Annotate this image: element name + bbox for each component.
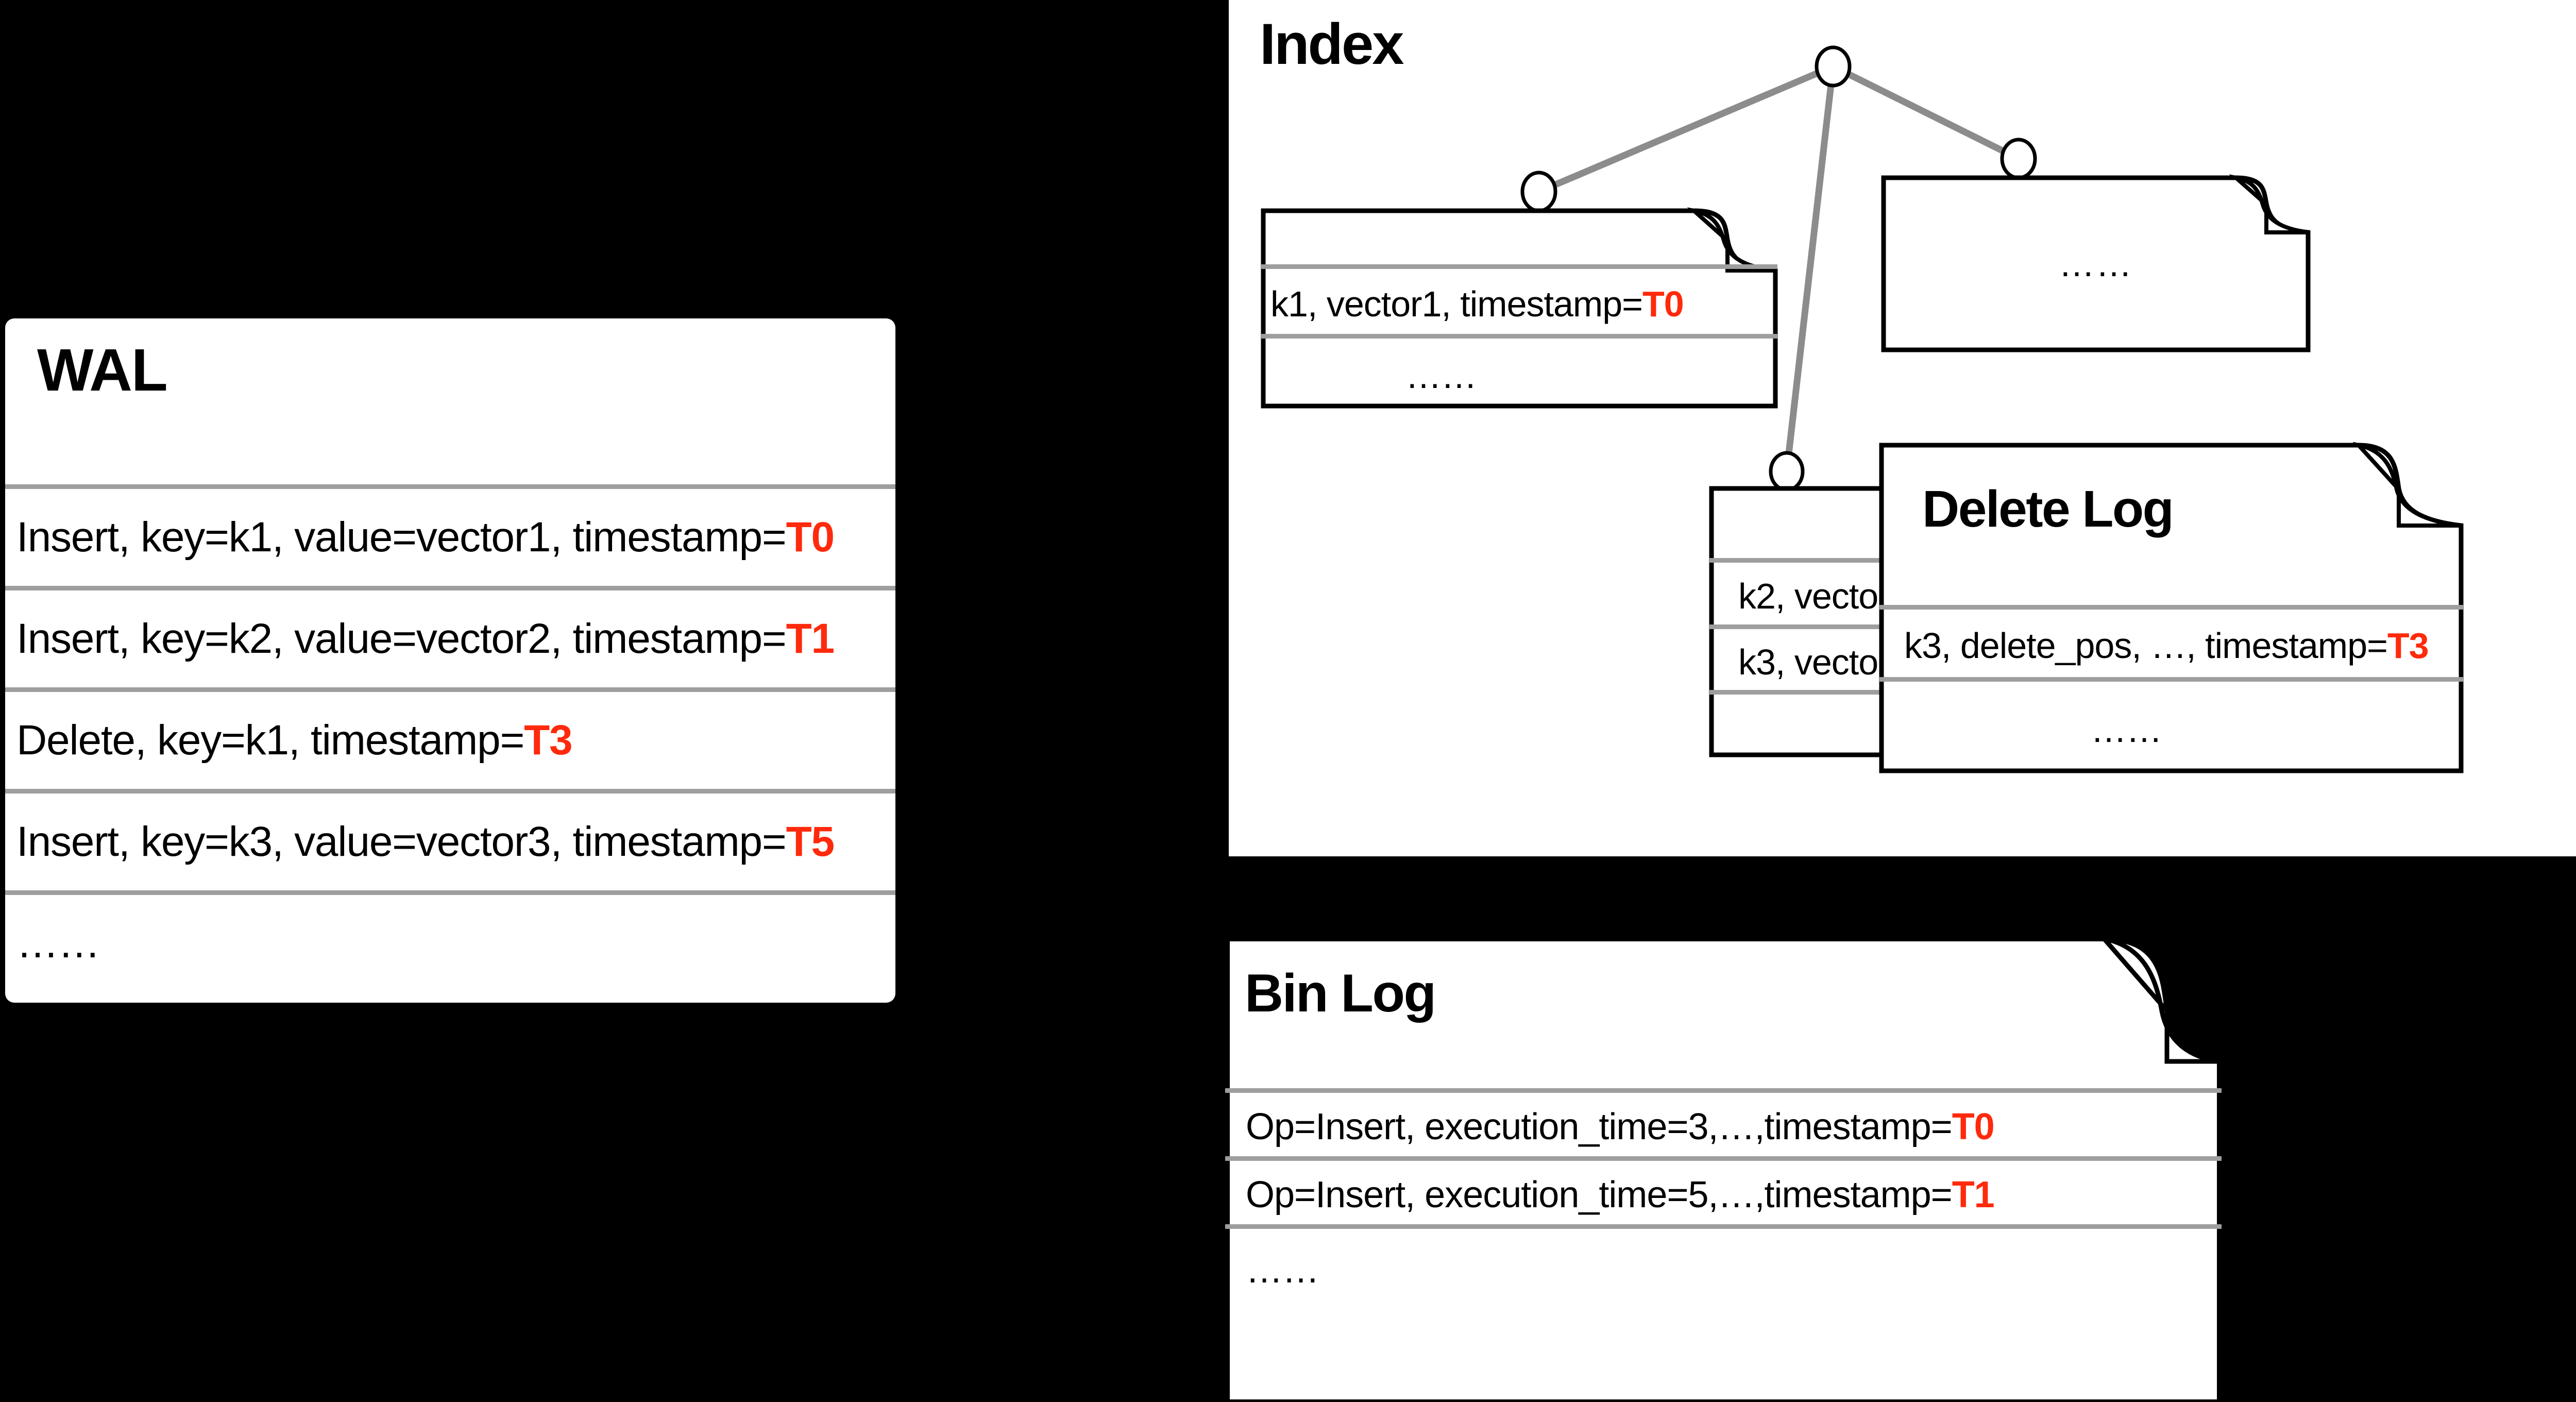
wal-panel: WAL Insert, key=k1, value=vector1, times… <box>5 318 895 1003</box>
leaf-row: …… <box>1261 334 1777 413</box>
wal-entry-text: Insert, key=k1, value=vector1, timestamp… <box>16 514 835 561</box>
tree-edge-root-middle <box>1783 66 1837 472</box>
document-shape <box>1261 207 1778 409</box>
wal-entry-text: Delete, key=k1, timestamp=T3 <box>16 717 573 764</box>
bin-log-panel[interactable]: Bin Log Op=Insert, execution_time=3,…,ti… <box>1225 935 2222 1402</box>
leaf-row-text: …… <box>1405 356 1477 396</box>
timestamp-badge: T5 <box>786 818 835 865</box>
delete-log-title: Delete Log <box>1922 480 2174 538</box>
delete-log-row-text: …… <box>2091 710 2162 750</box>
timestamp-badge: T3 <box>2387 626 2429 666</box>
document-shape <box>1881 174 2311 352</box>
bin-log-row: Op=Insert, execution_time=5,…,timestamp=… <box>1225 1156 2222 1229</box>
wal-entry-row: Insert, key=k2, value=vector2, timestamp… <box>5 586 895 687</box>
wal-entry-text: …… <box>16 920 100 967</box>
timestamp-badge: T1 <box>786 615 835 662</box>
tree-node-middle-child[interactable] <box>1769 451 1805 492</box>
tree-node-root[interactable] <box>1815 45 1852 88</box>
index-leaf-ellipsis[interactable]: …… <box>1881 174 2311 352</box>
delete-log-row: k3, delete_pos, …, timestamp=T3 <box>1879 605 2463 682</box>
leaf-ellipsis-text: …… <box>2059 244 2133 284</box>
wal-entry-text: Insert, key=k3, value=vector3, timestamp… <box>16 818 835 865</box>
leaf-row-text: k1, vector1, timestamp=T0 <box>1270 283 1684 324</box>
tree-node-left-child[interactable] <box>1520 171 1557 213</box>
bin-log-title: Bin Log <box>1245 964 1436 1023</box>
leaf-row: k1, vector1, timestamp=T0 <box>1261 264 1777 339</box>
index-panel: Index k1, vector1, timestamp=T0 …… <box>1229 0 2576 856</box>
timestamp-badge: T0 <box>1952 1106 1995 1147</box>
index-leaf-k1[interactable]: k1, vector1, timestamp=T0 …… <box>1261 207 1778 409</box>
delete-log-row-text: k3, delete_pos, …, timestamp=T3 <box>1904 626 2429 666</box>
wal-entry-list: Insert, key=k1, value=vector1, timestamp… <box>5 484 895 992</box>
document-shape <box>1225 935 2222 1402</box>
delete-log-row: …… <box>1879 677 2463 778</box>
timestamp-badge: T0 <box>1642 283 1684 324</box>
timestamp-badge: T1 <box>1952 1174 1995 1215</box>
wal-entry-row: …… <box>5 890 895 992</box>
timestamp-badge: T3 <box>524 717 573 764</box>
bin-log-row-text: Op=Insert, execution_time=3,…,timestamp=… <box>1246 1106 1995 1147</box>
tree-edge-root-left <box>1537 63 1835 195</box>
bin-log-row: Op=Insert, execution_time=3,…,timestamp=… <box>1225 1088 2222 1161</box>
delete-log-panel[interactable]: Delete Log k3, delete_pos, …, timestamp=… <box>1879 442 2464 773</box>
timestamp-badge: T0 <box>786 514 835 561</box>
wal-entry-text: Insert, key=k2, value=vector2, timestamp… <box>16 615 835 662</box>
bin-log-row-text: Op=Insert, execution_time=5,…,timestamp=… <box>1246 1174 1995 1215</box>
bin-log-row-text: …… <box>1246 1249 1319 1291</box>
wal-entry-row: Insert, key=k1, value=vector1, timestamp… <box>5 484 895 586</box>
wal-title: WAL <box>37 336 168 403</box>
wal-entry-row: Delete, key=k1, timestamp=T3 <box>5 687 895 789</box>
tree-node-right-child[interactable] <box>2000 138 2037 180</box>
tree-edge-root-right <box>1832 63 2020 162</box>
wal-entry-row: Insert, key=k3, value=vector3, timestamp… <box>5 789 895 890</box>
bin-log-row: …… <box>1225 1224 2222 1311</box>
index-title: Index <box>1260 12 1404 76</box>
